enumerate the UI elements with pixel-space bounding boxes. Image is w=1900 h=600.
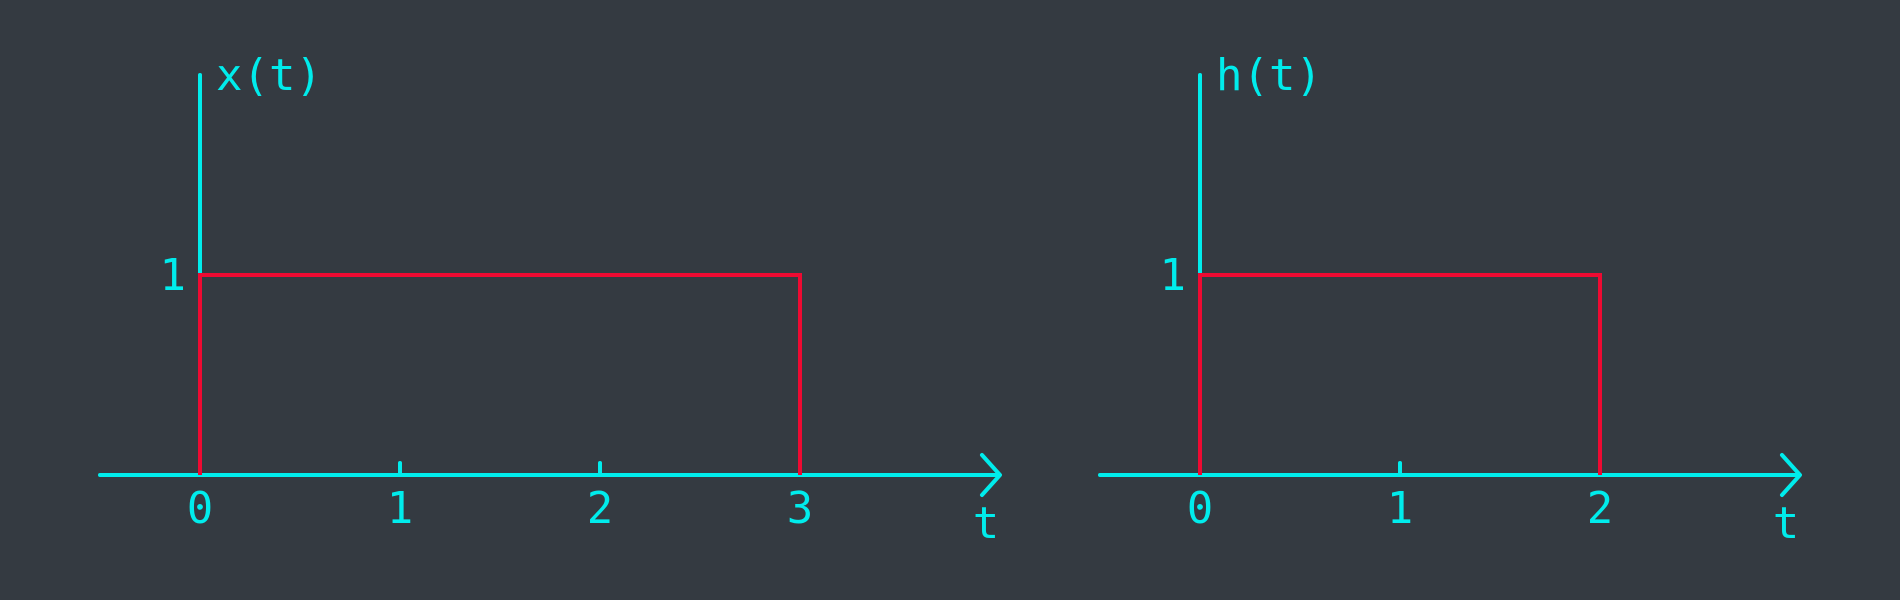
- x-tick-label: 2: [1587, 483, 1614, 534]
- y-tick-label: 1: [160, 250, 187, 301]
- y-axis-label: h(t): [1216, 50, 1322, 101]
- signal-pulse: [198, 273, 802, 475]
- x-axis-label: t: [973, 498, 1000, 549]
- x-axis-label: t: [1773, 498, 1800, 549]
- y-tick-label: 1: [1160, 250, 1187, 301]
- x-tick-label: 0: [187, 483, 214, 534]
- x-tick-label: 1: [387, 483, 414, 534]
- x-axis-arrow: [1780, 453, 1802, 497]
- x-axis-arrow: [980, 453, 1002, 497]
- x-tick-label: 1: [1387, 483, 1414, 534]
- x-of-t-plot: x(t) t 1 0 1 2 3: [98, 50, 1002, 549]
- h-of-t-plot: h(t) t 1 0 1 2: [1098, 50, 1802, 549]
- signal-pulse: [1198, 273, 1602, 475]
- x-tick-label: 3: [787, 483, 814, 534]
- x-tick-label: 0: [1187, 483, 1214, 534]
- x-tick-label: 2: [587, 483, 614, 534]
- y-axis-label: x(t): [216, 50, 322, 101]
